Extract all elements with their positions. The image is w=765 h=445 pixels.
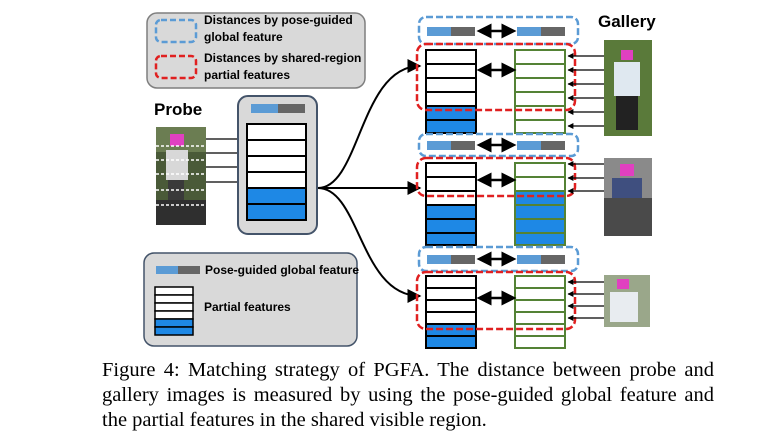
gallery-pair-3 [415,245,650,349]
legend-distances: Distances by pose-guided global feature … [146,12,366,89]
legend-global-feature-label: Pose-guided global feature [205,263,359,277]
legend-partial-distance-label-2: partial features [204,68,290,82]
gallery-pair-1 [415,15,652,136]
pgfa-matching-diagram: Distances by pose-guided global feature … [143,12,656,349]
legend-global-distance-label-2: global feature [204,30,283,44]
legend-features: Pose-guided global feature Partial featu… [143,252,359,347]
legend-global-distance-label: Distances by pose-guided [204,13,353,27]
red-dashed-swatch [154,54,198,80]
probe-label: Probe [154,100,202,119]
probe-image [156,127,206,225]
legend-partial-features-label: Partial features [204,300,291,314]
gallery-pair-2 [415,132,652,246]
legend-partial-distance-label: Distances by shared-region [204,51,361,65]
probe-feature-panel [237,95,318,235]
gallery-label: Gallery [598,12,656,31]
blue-dashed-swatch [154,18,198,44]
probe-to-gallery-arrows [317,59,422,303]
figure-caption: Figure 4: Matching strategy of PGFA. The… [102,359,714,431]
